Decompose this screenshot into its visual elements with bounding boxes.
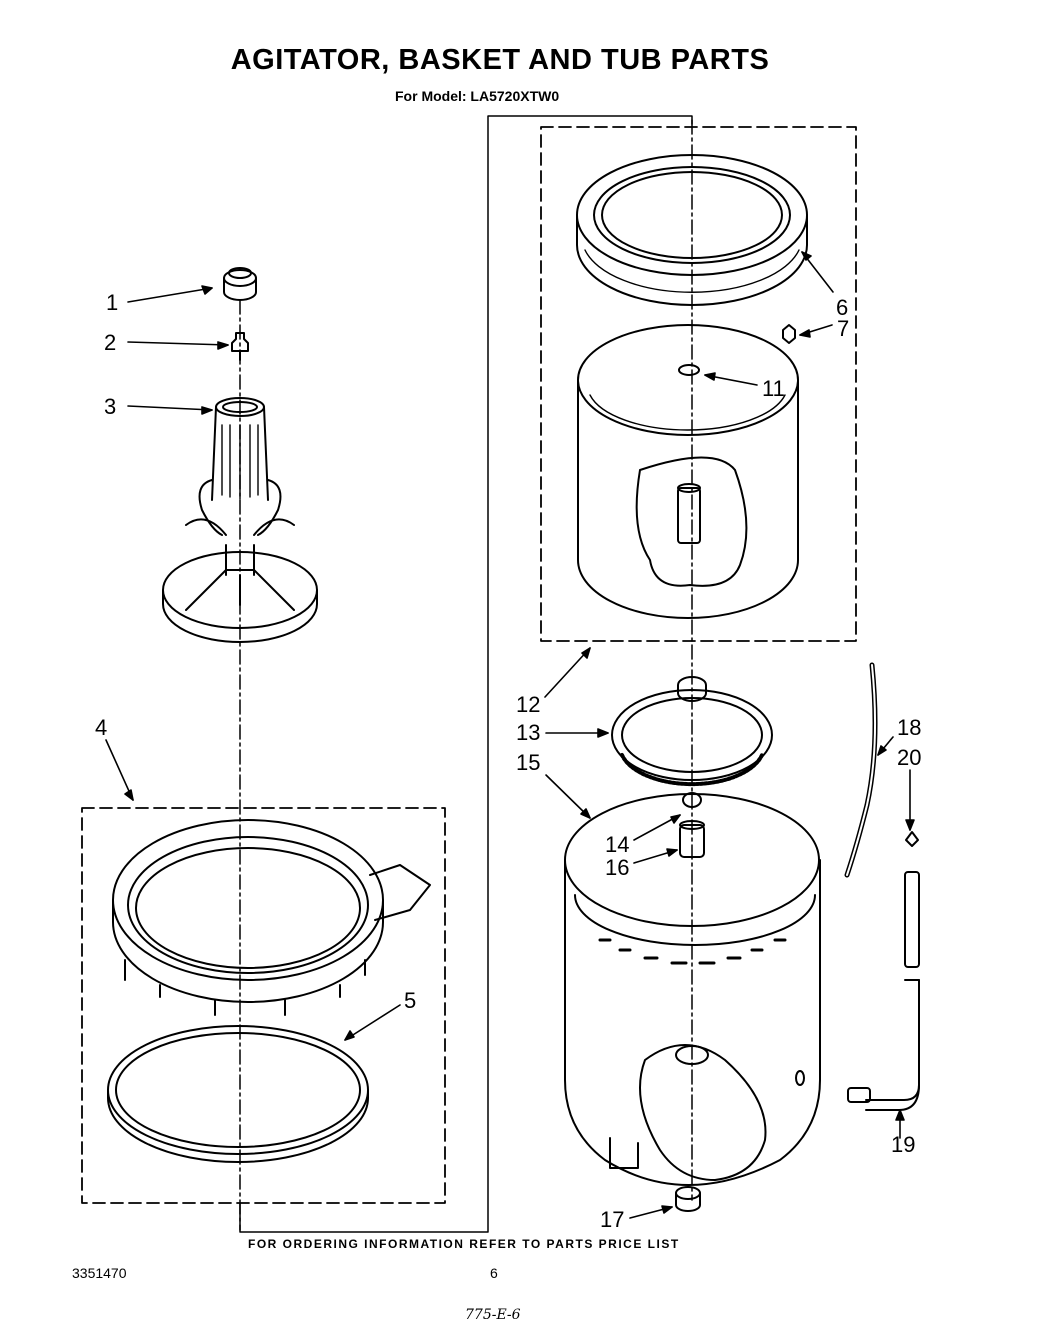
callout-2: 2 xyxy=(104,330,116,355)
callout-4: 4 xyxy=(95,715,107,740)
basket-screw-part xyxy=(782,324,796,344)
callout-3: 3 xyxy=(104,394,116,419)
callout-19: 19 xyxy=(891,1132,915,1157)
wash-basket-part xyxy=(577,324,799,619)
page-title: AGITATOR, BASKET AND TUB PARTS xyxy=(230,44,770,76)
tub-part xyxy=(564,793,821,1186)
callout-11: 11 xyxy=(762,376,785,401)
agitator-part xyxy=(162,397,318,643)
handwritten-note: 775-E-6 xyxy=(465,1307,521,1323)
tub-seal-part xyxy=(682,792,702,808)
callout-numbers: 1 2 3 4 5 6 7 11 12 13 15 14 16 17 18 20… xyxy=(95,290,921,1232)
tub-ring-seal-part xyxy=(107,1025,369,1163)
hose-part xyxy=(844,662,878,878)
callout-20: 20 xyxy=(897,745,921,770)
callout-17: 17 xyxy=(600,1207,624,1232)
group-connector-line xyxy=(239,115,693,1233)
basket-drive-ring-part xyxy=(611,689,773,787)
callout-leader-lines xyxy=(105,251,915,1219)
callout-15: 15 xyxy=(516,750,540,775)
agitator-cap-part xyxy=(223,267,257,301)
tub-ring-group-box xyxy=(81,807,446,1204)
tub-ring-part xyxy=(112,819,431,1016)
document-number: 3351470 xyxy=(72,1265,127,1281)
basket-group-box xyxy=(540,126,857,642)
callout-5: 5 xyxy=(404,988,416,1013)
callout-6: 6 xyxy=(836,295,848,320)
tub-bearing-part xyxy=(679,820,705,858)
drain-hose-part xyxy=(847,871,920,1111)
callout-14: 14 xyxy=(605,832,629,857)
callout-1: 1 xyxy=(106,290,118,315)
model-subtitle: For Model: LA5720XTW0 xyxy=(395,88,560,104)
callout-7: 7 xyxy=(837,316,849,341)
clamp-part xyxy=(905,831,919,847)
page-number: 6 xyxy=(490,1265,498,1281)
callout-16: 16 xyxy=(605,855,629,880)
drain-plug-part xyxy=(675,1186,701,1212)
callout-13: 13 xyxy=(516,720,540,745)
ordering-note: FOR ORDERING INFORMATION REFER TO PARTS … xyxy=(248,1237,680,1251)
callout-12: 12 xyxy=(516,692,540,717)
callout-18: 18 xyxy=(897,715,921,740)
